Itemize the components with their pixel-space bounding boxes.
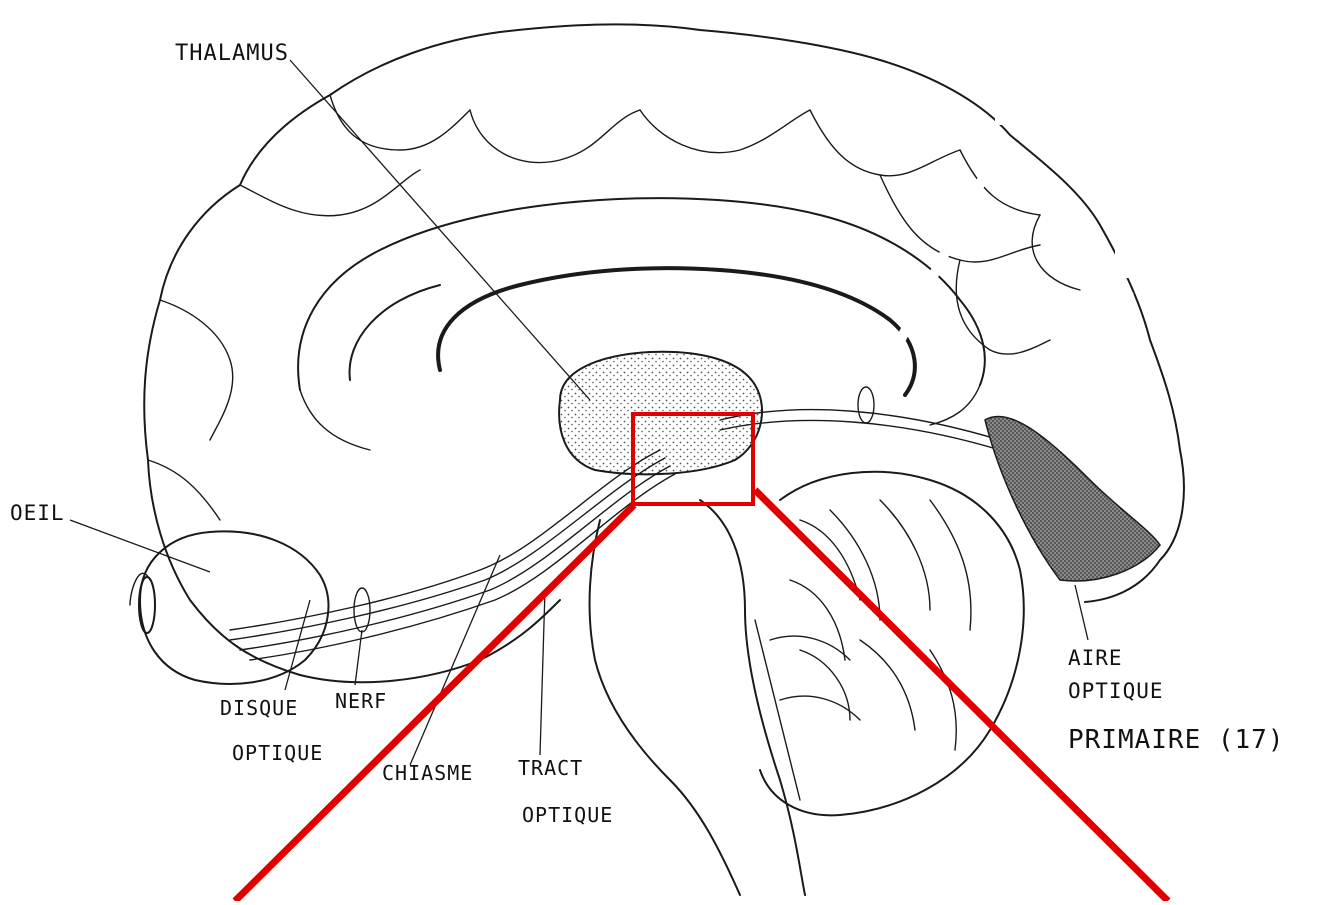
label-disque: DISQUE — [220, 696, 298, 720]
label-optique-tract: OPTIQUE — [522, 803, 613, 827]
cerebellum — [760, 472, 1024, 816]
brainstem — [590, 500, 805, 895]
label-nerf: NERF — [335, 689, 387, 713]
label-tract: TRACT — [518, 756, 583, 780]
primary-visual-cortex — [985, 416, 1160, 581]
redaction-masks — [875, 5, 1315, 400]
label-oeil: OEIL — [10, 501, 65, 525]
label-primaire: PRIMAIRE (17) — [1068, 725, 1285, 755]
label-aire: AIRE — [1068, 646, 1123, 670]
label-thalamus: THALAMUS — [175, 41, 289, 66]
eye — [130, 531, 328, 684]
label-optique-nerve: OPTIQUE — [232, 741, 323, 765]
label-chiasme: CHIASME — [382, 761, 473, 785]
label-optique-area: OPTIQUE — [1068, 679, 1164, 703]
